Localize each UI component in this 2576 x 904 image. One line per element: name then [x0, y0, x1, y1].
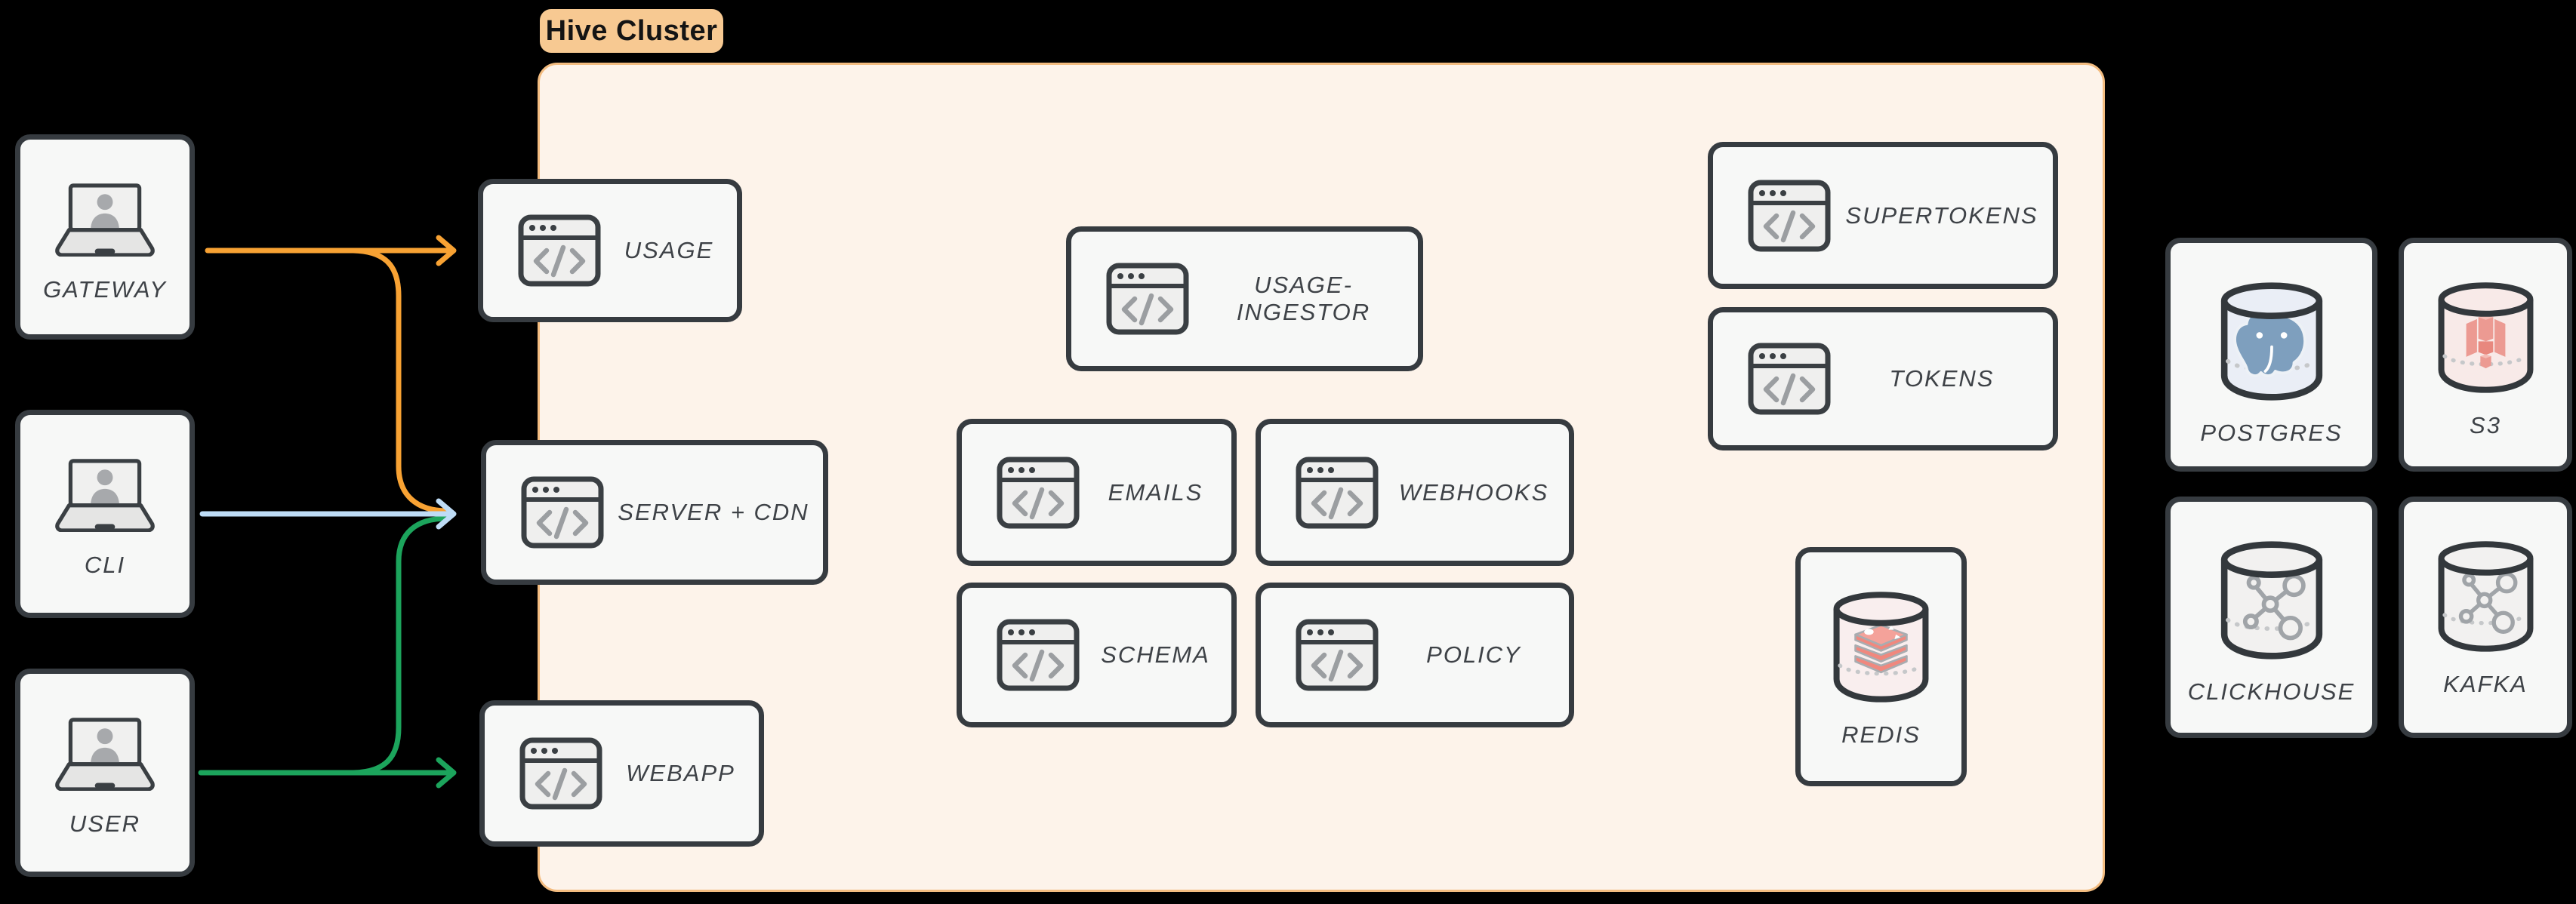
code-window-icon [997, 619, 1080, 691]
code-window-icon [519, 737, 602, 810]
code-window-icon [1296, 619, 1379, 691]
datastore-node-s3: S3 [2399, 238, 2572, 472]
code-window-icon [1296, 457, 1379, 529]
hive-cluster-label: Hive Cluster [540, 9, 723, 53]
datastore-node-kafka: KAFKA [2399, 497, 2572, 738]
service-node-emails: EMAILS [957, 419, 1237, 566]
code-window-icon [1106, 263, 1189, 335]
datastore-label: CLICKHOUSE [2187, 678, 2356, 705]
service-label: POLICY [1426, 641, 1521, 668]
postgres-database-icon [2217, 281, 2327, 401]
redis-database-icon [1829, 590, 1933, 703]
code-window-icon [1748, 180, 1831, 252]
service-label: USAGE-INGESTOR [1236, 272, 1371, 325]
datastore-node-postgres: POSTGRES [2165, 238, 2377, 472]
actor-label: GATEWAY [43, 276, 167, 303]
datastore-label: REDIS [1841, 721, 1921, 748]
edge-user-servercdn [350, 515, 450, 776]
laptop-user-icon [48, 182, 162, 257]
service-node-policy: POLICY [1256, 583, 1574, 727]
actor-node-user: USER [15, 669, 195, 877]
service-node-usage: USAGE [478, 179, 742, 322]
service-label: EMAILS [1108, 478, 1203, 506]
s3-database-icon [2434, 281, 2537, 394]
datastore-label: S3 [2470, 412, 2501, 438]
laptop-user-icon [48, 457, 162, 532]
service-label: USAGE [624, 237, 714, 263]
service-label: SUPERTOKENS [1845, 201, 2038, 229]
datastore-node-redis: REDIS [1795, 547, 1967, 786]
service-node-schema: SCHEMA [957, 583, 1237, 727]
datastore-label: KAFKA [2443, 671, 2528, 697]
service-label: SERVER + CDN [618, 499, 809, 525]
network-database-icon [2217, 540, 2327, 660]
service-node-supertokens: SUPERTOKENS [1708, 142, 2058, 289]
datastore-label: POSTGRES [2200, 420, 2343, 446]
actor-node-gateway: GATEWAY [15, 134, 195, 340]
edge-gateway-servercdn [350, 248, 450, 514]
actor-label: CLI [84, 552, 126, 578]
service-node-tokens: TOKENS [1708, 307, 2058, 450]
service-label: TOKENS [1889, 365, 1995, 392]
actor-node-cli: CLI [15, 410, 195, 618]
code-window-icon [521, 476, 604, 549]
code-window-icon [997, 457, 1080, 529]
service-node-server-cdn: SERVER + CDN [481, 440, 828, 585]
service-node-webhooks: WEBHOOKS [1256, 419, 1574, 566]
laptop-user-icon [48, 716, 162, 791]
datastore-node-clickhouse: CLICKHOUSE [2165, 497, 2377, 738]
actor-label: USER [69, 810, 141, 837]
service-label: WEBHOOKS [1398, 478, 1549, 506]
code-window-icon [1748, 343, 1831, 415]
code-window-icon [518, 214, 601, 287]
service-label: SCHEMA [1101, 641, 1210, 668]
service-node-usage-ingestor: USAGE-INGESTOR [1066, 226, 1423, 371]
service-node-webapp: WEBAPP [479, 700, 764, 847]
service-label: WEBAPP [626, 760, 735, 786]
network-database-icon [2434, 540, 2537, 653]
